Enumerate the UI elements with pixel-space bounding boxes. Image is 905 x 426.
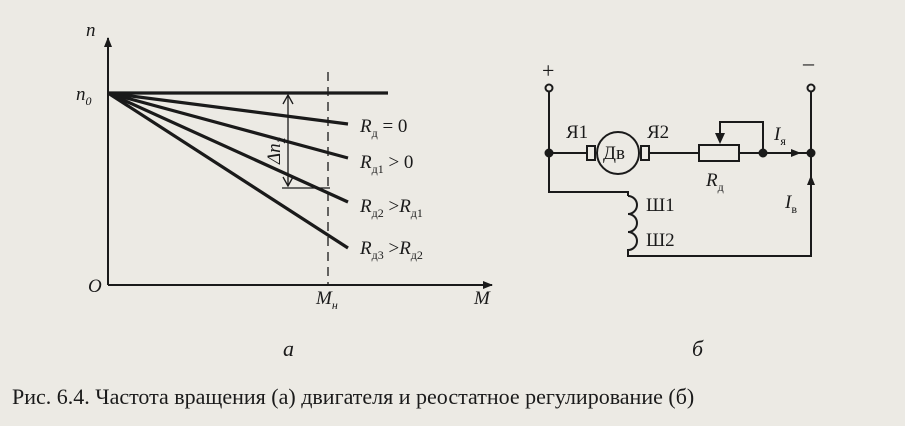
curve-label-rd2: Rд2 >Rд1 [359, 196, 423, 220]
curve-label-rd-0: Rд = 0 [359, 116, 407, 140]
brush-left [586, 145, 596, 161]
ya2-label: Я2 [647, 122, 669, 143]
motor-circuit [544, 83, 816, 257]
minus-label: – [802, 50, 815, 75]
curve-rd3 [107, 91, 349, 250]
origin-label: O [88, 276, 102, 297]
brush-right [640, 145, 650, 161]
y-axis-label: n [86, 20, 96, 41]
panel-a-label: а [283, 336, 294, 361]
rheostat [698, 144, 740, 162]
rated-torque-label: Mн [315, 288, 338, 312]
n0-label: n0 [76, 84, 92, 108]
rd-label: Rд [705, 170, 724, 194]
curve-rd2 [107, 91, 349, 204]
motor-label: Дв [603, 143, 625, 164]
curve-rd-0 [107, 91, 349, 126]
x-axis-label: M [473, 288, 491, 309]
circuit-labels: + – Я1 Я2 Дв Rд Iя Iв Ш1 Ш2 б [542, 50, 815, 361]
speed-torque-chart: n M O n0 Mн Δn2 Rд = 0 Rд1 > 0 Rд2 >Rд1 … [76, 20, 493, 361]
curve-label-rd1: Rд1 > 0 [359, 152, 413, 176]
figure-caption: Рис. 6.4. Частота вращения (а) двигателя… [12, 384, 695, 409]
motor-symbol [596, 131, 640, 175]
curve-rd1 [107, 91, 349, 160]
panel-b-label: б [692, 336, 704, 361]
sh1-label: Ш1 [646, 195, 675, 216]
plus-terminal [544, 83, 554, 93]
sh2-label: Ш2 [646, 230, 675, 251]
ya1-label: Я1 [566, 122, 588, 143]
iv-label: Iв [784, 192, 797, 216]
iya-label: Iя [773, 124, 786, 148]
delta-n2-label: Δn2 [264, 137, 288, 165]
minus-terminal [806, 83, 816, 93]
field-winding [627, 153, 812, 257]
plus-label: + [542, 58, 554, 83]
curve-label-rd3: Rд3 >Rд2 [359, 238, 423, 262]
